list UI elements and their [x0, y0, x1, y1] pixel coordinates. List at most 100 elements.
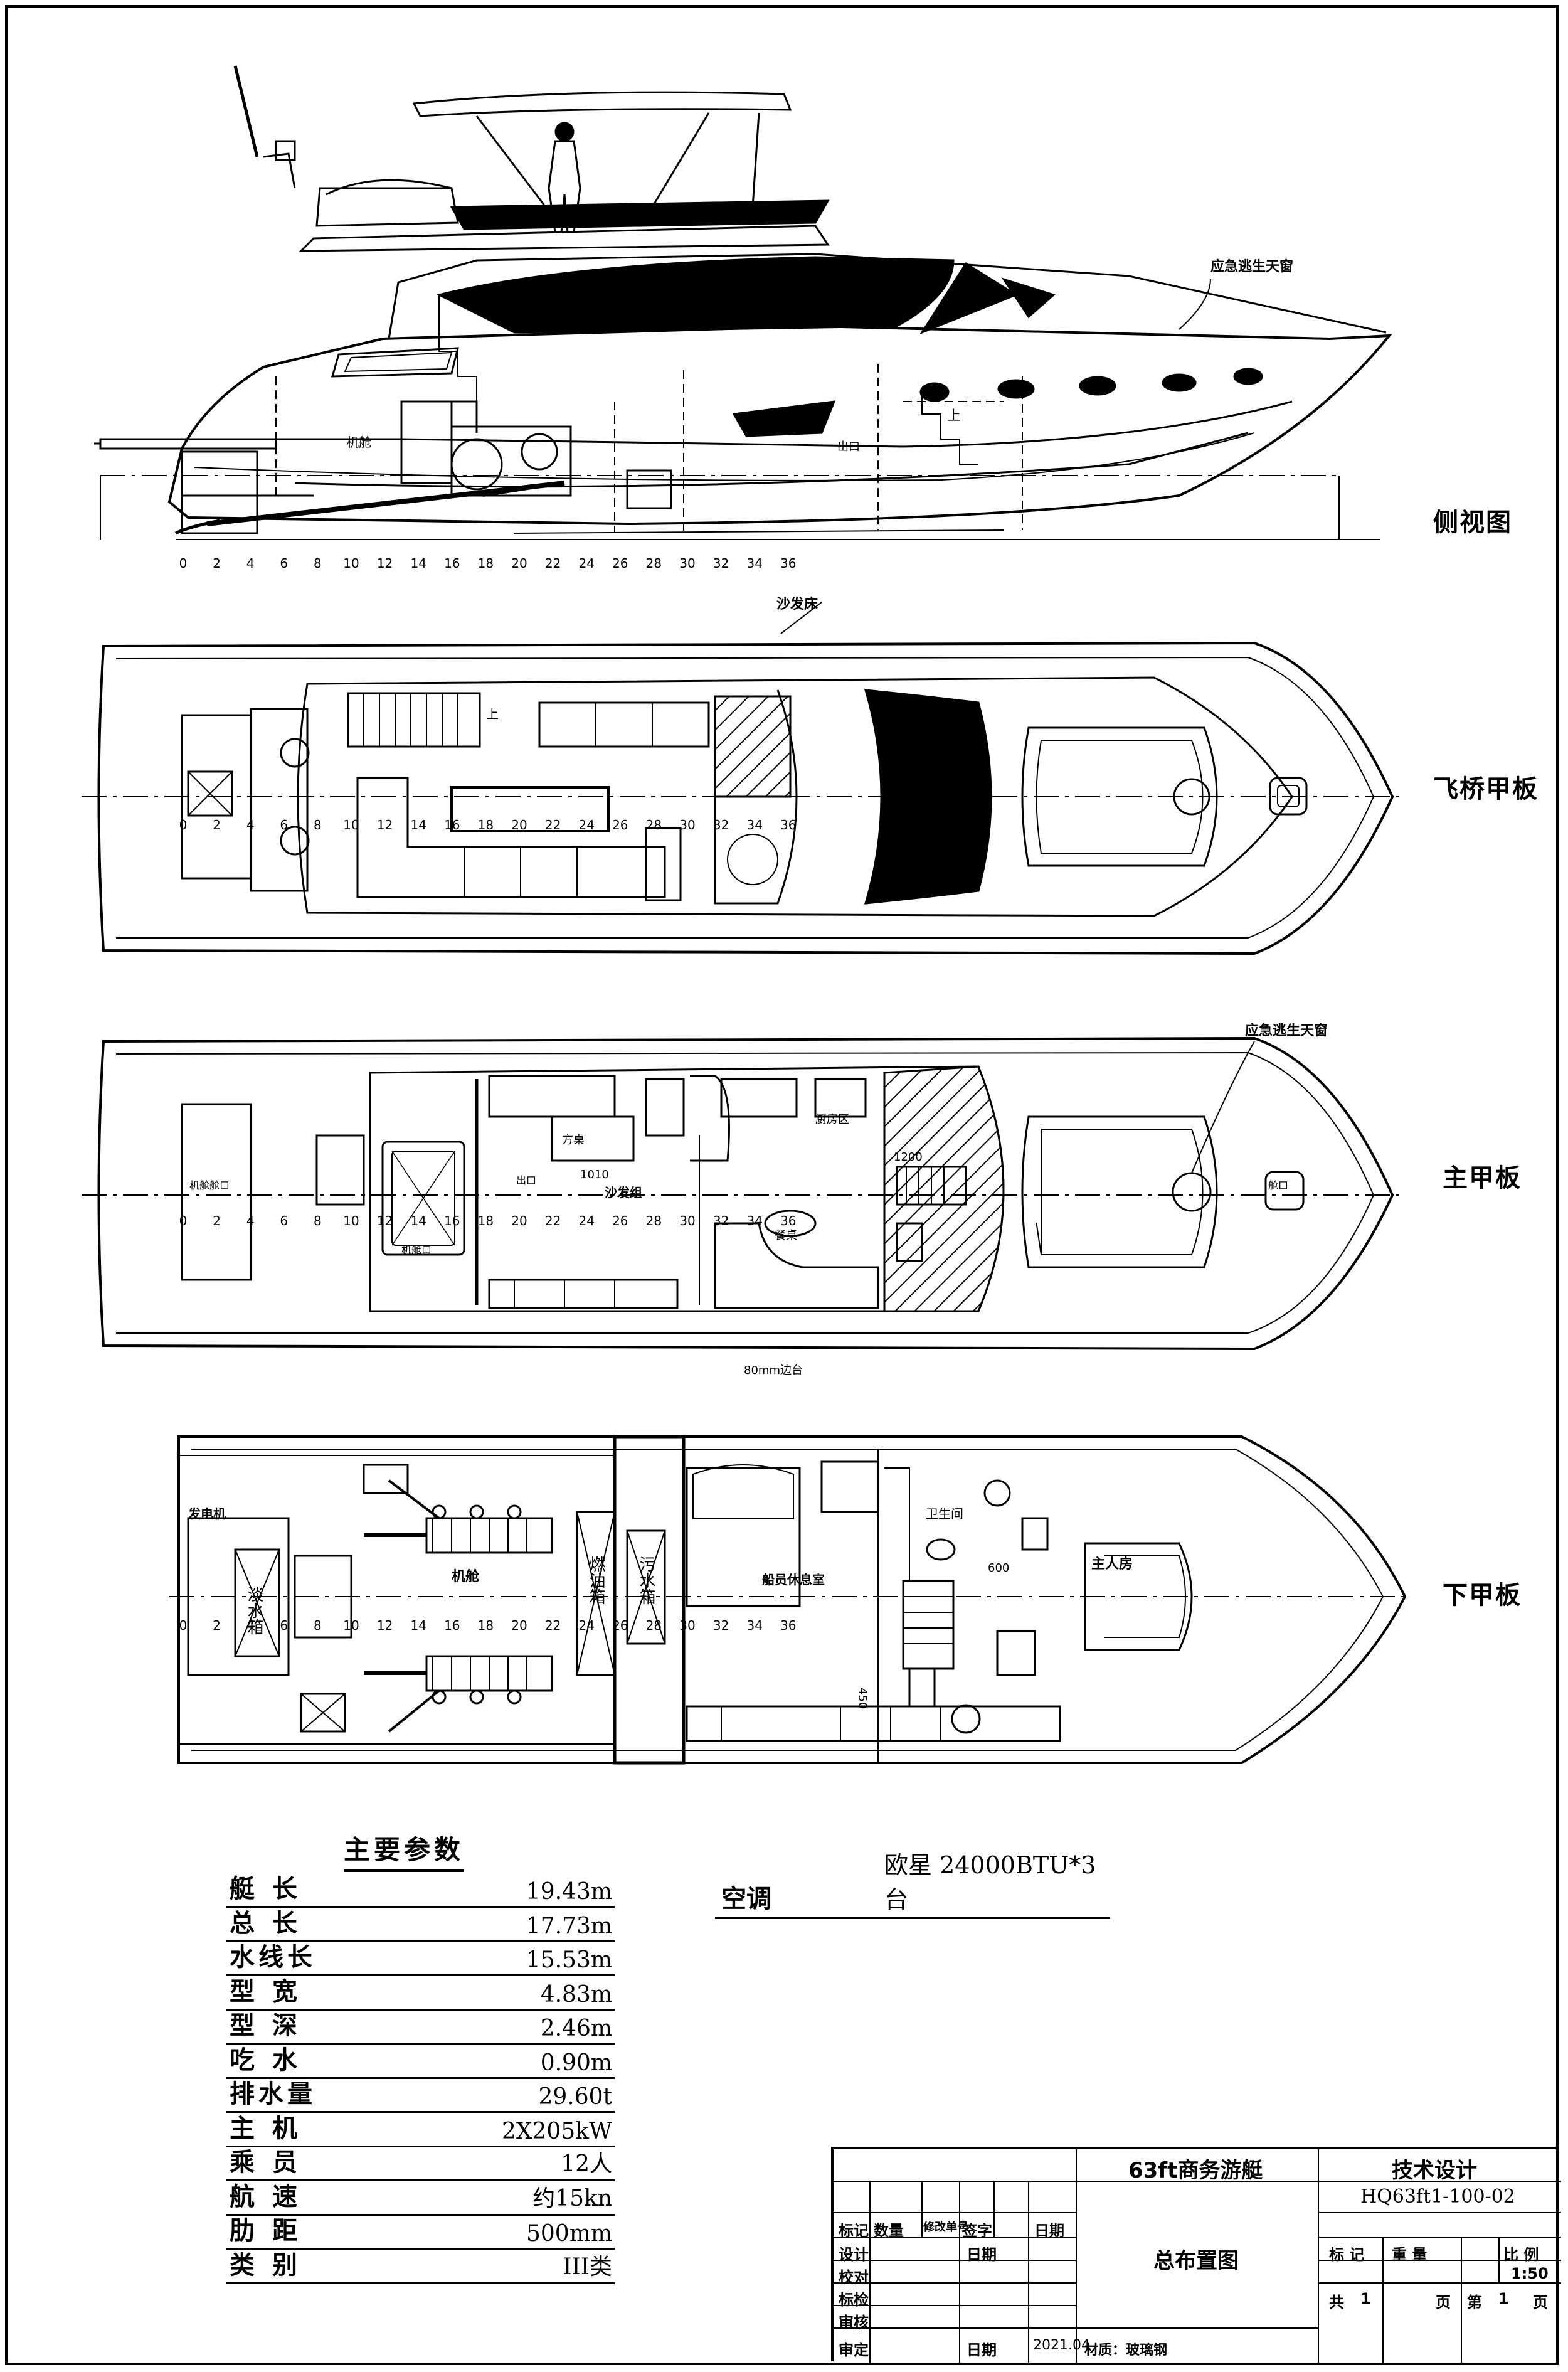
param-value: 2X205kW	[501, 2118, 612, 2144]
param-value: 29.60t	[538, 2084, 612, 2110]
axis-tick-label: 36	[780, 817, 796, 832]
axis-tick-label: 26	[612, 817, 628, 832]
tb-sign-header: 日期	[967, 2246, 997, 2263]
axis-tick-label: 20	[511, 1213, 527, 1228]
axis-tick-label: 2	[213, 1618, 221, 1633]
tb-row-check: 校对	[839, 2268, 869, 2286]
axis-tick-label: 6	[280, 817, 288, 832]
axis-tick-label: 20	[511, 817, 527, 832]
axis-tick-label: 36	[780, 556, 796, 571]
param-row: 航速约15kn	[226, 2183, 615, 2216]
axis-tick-label: 28	[646, 817, 662, 832]
axis-tick-label: 14	[410, 556, 426, 571]
axis-tick-label: 32	[713, 1618, 729, 1633]
axis-tick-label: 0	[179, 556, 188, 571]
main-galley-label: 厨房区	[815, 1113, 849, 1126]
main-table-label: 方桌	[562, 1134, 585, 1147]
side-up-mark: 上	[947, 408, 961, 424]
axis-tick-label: 10	[343, 1618, 359, 1633]
param-label: 水线长	[230, 1943, 316, 1972]
main-label-right: 舱口	[1268, 1179, 1288, 1191]
axis-tick-label: 0	[179, 1618, 188, 1633]
param-row: 吃水 0.90m	[226, 2046, 615, 2079]
axis-tick-label: 20	[511, 556, 527, 571]
lower-master-label: 船员休息室	[762, 1572, 825, 1587]
tb-date: 2021.04	[1033, 2337, 1090, 2353]
main-label-left: 机舱舱口	[189, 1179, 230, 1191]
main-deck-title: 主甲板	[1443, 1164, 1522, 1193]
axis-tick-label: 14	[410, 817, 426, 832]
axis-tick-label: 24	[578, 1213, 594, 1228]
param-value: 2.46m	[540, 2016, 612, 2041]
tb-stage: 技术设计	[1392, 2158, 1477, 2183]
tb-date-label: 日期	[967, 2341, 997, 2359]
axis-tick-label: 12	[377, 556, 393, 571]
axis-tick-label: 4	[246, 817, 255, 832]
axis-tick-label: 16	[444, 1213, 460, 1228]
tb-project: 63ft商务游艇	[1128, 2158, 1263, 2183]
aircon-value: 欧星 24000BTU*3台	[884, 1851, 1096, 1913]
side-engine-mark: 机舱	[346, 435, 371, 450]
lower-deck-title: 下甲板	[1443, 1581, 1522, 1610]
tb-row-approve: 审定	[839, 2341, 869, 2359]
tb-row-review: 审核	[839, 2314, 869, 2331]
aircon-row: 空调 欧星 24000BTU*3台	[715, 1851, 1110, 1919]
axis-tick-label: 26	[612, 556, 628, 571]
axis-tick-label: 8	[314, 556, 322, 571]
param-label: 型深	[230, 2011, 315, 2040]
main-escape-annotation: 应急逃生天窗	[1245, 1023, 1328, 1039]
tb-mark: 标 记	[1329, 2246, 1365, 2263]
tb-scale-label: 比 例	[1503, 2246, 1539, 2263]
general-arrangement-drawing: 应急逃生天窗 上 出口 机舱 上 沙发床	[82, 65, 1407, 1765]
param-label: 乘员	[230, 2148, 315, 2177]
axis-tick-label: 16	[444, 556, 460, 571]
axis-tick-label: 2	[213, 556, 221, 571]
main-label-hatch: 机舱口	[401, 1244, 432, 1256]
tb-col-mark: 标记	[839, 2222, 869, 2240]
axis-tick-label: 22	[545, 1213, 561, 1228]
lower-toilet-label: 卫生间	[926, 1506, 963, 1521]
axis-tick-label: 10	[343, 556, 359, 571]
axis-tick-label: 6	[280, 556, 288, 571]
title-block: 63ft商务游艇 技术设计 HQ63ft1-100-02 总布置图 材质：玻璃钢…	[831, 2147, 1561, 2364]
param-label: 类别	[230, 2250, 315, 2280]
axis-tick-label: 28	[646, 1213, 662, 1228]
axis-tick-label: 32	[713, 817, 729, 832]
axis-tick-label: 18	[478, 1618, 494, 1633]
axis-tick-label: 34	[746, 817, 762, 832]
tb-row-design: 设计	[839, 2246, 869, 2263]
main-dim-1200: 1200	[894, 1151, 923, 1164]
axis-tick-label: 16	[444, 1618, 460, 1633]
param-label: 肋距	[230, 2216, 315, 2245]
param-label: 艇长	[230, 1875, 315, 1903]
tb-col-change: 修改单号	[923, 2221, 968, 2234]
param-value: 0.90m	[540, 2050, 612, 2076]
axis-tick-label: 36	[780, 1213, 796, 1228]
param-value: 12人	[561, 2151, 612, 2177]
axis-tick-label: 18	[478, 556, 494, 571]
lower-fresh-tank-label: 淡水箱	[245, 1586, 263, 1635]
axis-tick-label: 36	[780, 1618, 796, 1633]
param-label: 吃水	[230, 2045, 315, 2075]
lower-generator-label: 发电机	[188, 1506, 226, 1521]
params-title: 主要参数	[344, 1829, 465, 1872]
axis-tick-label: 16	[444, 817, 460, 832]
axis-tick-label: 24	[578, 556, 594, 571]
axis-tick-label: 30	[679, 1618, 695, 1633]
axis-tick-label: 30	[679, 556, 695, 571]
axis-tick-label: 20	[511, 1618, 527, 1633]
axis-tick-label: 34	[746, 1213, 762, 1228]
axis-tick-label: 8	[314, 1213, 322, 1228]
lower-engine-label: 机舱	[452, 1568, 480, 1585]
axis-tick-label: 28	[646, 556, 662, 571]
axis-tick-label: 24	[578, 1618, 594, 1633]
tb-col-sign: 签字	[962, 2222, 992, 2240]
axis-tick-label: 12	[377, 1213, 393, 1228]
